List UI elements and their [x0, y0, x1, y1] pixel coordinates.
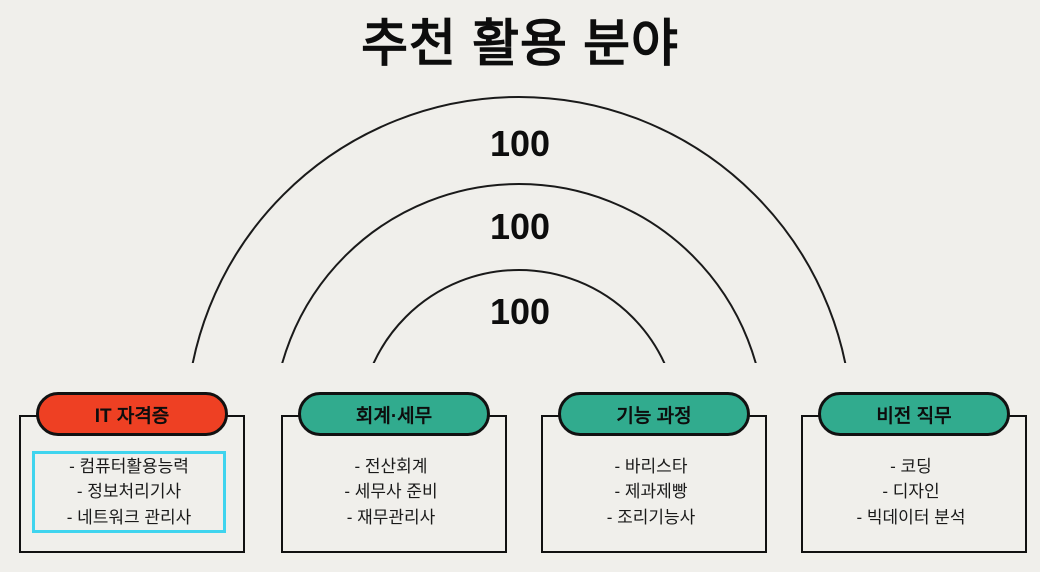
list-item: - 빅데이터 분석 — [856, 507, 966, 527]
category-label: 비전 직무 — [876, 405, 952, 427]
category-card-it: IT 자격증 - 컴퓨터활용능력 - 정보처리기사 - 네트워크 관리사 — [19, 392, 245, 553]
list-item: - 코딩 — [890, 457, 932, 477]
list-item: - 디자인 — [882, 482, 940, 502]
category-card-skills: 기능 과정 - 바리스타 - 제과제빵 - 조리기능사 — [541, 392, 767, 553]
list-item: - 네트워크 관리사 — [66, 507, 192, 527]
arc-value-label: 100 — [489, 123, 551, 164]
category-list: - 전산회계 - 세무사 준비 - 재무관리사 — [294, 451, 488, 533]
middle-arc — [281, 183, 757, 363]
category-list: - 코딩 - 디자인 - 빅데이터 분석 — [814, 451, 1008, 533]
arc-value-label: 100 — [489, 206, 551, 247]
category-label: IT 자격증 — [94, 405, 170, 427]
category-card-vision: 비전 직무 - 코딩 - 디자인 - 빅데이터 분석 — [801, 392, 1027, 553]
list-item: - 세무사 준비 — [344, 482, 438, 502]
category-pill: 비전 직무 — [818, 392, 1010, 436]
arc-value-label: 100 — [489, 291, 551, 332]
category-pill: IT 자격증 — [36, 392, 228, 436]
inner-arc — [372, 269, 666, 363]
list-item: - 바리스타 — [614, 457, 688, 477]
list-item: - 전산회계 — [354, 457, 428, 477]
category-panel — [541, 415, 767, 553]
list-item: - 정보처리기사 — [76, 482, 182, 502]
list-item: - 제과제빵 — [614, 482, 688, 502]
list-item: - 컴퓨터활용능력 — [69, 457, 189, 477]
category-label: 기능 과정 — [616, 405, 692, 427]
category-label: 회계·세무 — [355, 405, 433, 427]
category-list: - 바리스타 - 제과제빵 - 조리기능사 — [554, 451, 748, 533]
concentric-arcs — [191, 96, 847, 363]
page-title: 추천 활용 분야 — [361, 15, 679, 72]
category-pill: 회계·세무 — [298, 392, 490, 436]
category-panel — [281, 415, 507, 553]
category-pill: 기능 과정 — [558, 392, 750, 436]
category-card-accounting: 회계·세무 - 전산회계 - 세무사 준비 - 재무관리사 — [281, 392, 507, 553]
category-list-selected[interactable]: - 컴퓨터활용능력 - 정보처리기사 - 네트워크 관리사 — [32, 451, 226, 533]
outer-arc — [191, 96, 847, 363]
list-item: - 조리기능사 — [606, 507, 696, 527]
list-item: - 재무관리사 — [346, 507, 436, 527]
